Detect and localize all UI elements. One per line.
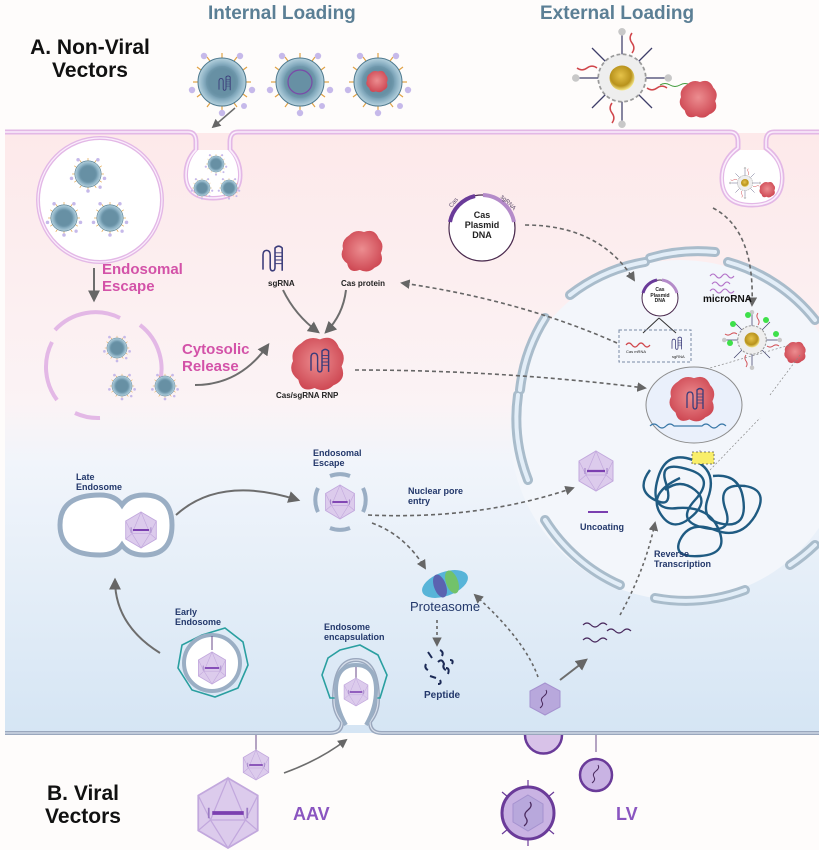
sgrna-label: sgRNA	[268, 279, 295, 288]
internal-loading-title: Internal Loading	[208, 3, 356, 24]
zoom-guide-lines	[667, 344, 801, 471]
microrna-icon	[709, 273, 735, 294]
target-site-box	[691, 451, 715, 465]
endosome-nonviral	[36, 136, 164, 264]
aav-entry-arrow	[283, 738, 348, 774]
reverse-transcription-arrow	[619, 521, 659, 616]
plasma-membrane-bottom	[5, 657, 819, 735]
cas-mirna	[784, 341, 806, 364]
rnp-label: Cas/sgRNA RNP	[276, 391, 339, 400]
plasmid-label: Cas Plasmid DNA	[464, 210, 500, 240]
cas-protein-icon	[341, 230, 383, 272]
lv-capsid-cytoplasm	[529, 682, 561, 716]
proteasome-icon	[422, 570, 468, 598]
extracellular-bottom	[0, 736, 819, 850]
sgrna-small-label: sgRNA	[672, 354, 685, 359]
linker	[659, 83, 691, 87]
lnp-rnp-cargo	[366, 70, 388, 93]
peptide-label: Peptide	[424, 690, 461, 701]
section-a-title: A. Non-Viral Vectors	[30, 36, 150, 83]
viral-broken-endosome	[313, 472, 368, 532]
uncoating-label: Uncoating	[580, 522, 624, 532]
cas-dna-binding	[669, 376, 715, 422]
plasmid-small-icon	[641, 278, 679, 317]
late-to-escape-arrow	[175, 489, 301, 516]
cas-protein-label: Cas protein	[341, 279, 386, 288]
cas-to-rnp-arrow	[324, 289, 347, 334]
cas-invaginated	[759, 181, 776, 198]
lv-label: LV	[616, 804, 638, 824]
encapsulation-label: Endosome encapsulation	[324, 622, 385, 642]
lv-particle-large	[500, 780, 556, 846]
cas-protein-external	[679, 80, 717, 118]
viral-endosomal-escape-label: Endosomal Escape	[313, 448, 362, 468]
aav-label: AAV	[293, 804, 330, 824]
lv-particle-small	[578, 735, 614, 793]
gold-nanoparticle	[571, 27, 673, 129]
plasmid-icon	[448, 193, 516, 262]
rna-strands	[582, 622, 632, 643]
plasmid-to-nucleus-arrow	[524, 224, 636, 282]
dna-strand	[649, 423, 727, 429]
proteasome-label: Proteasome	[410, 599, 481, 614]
reverse-transcription-label: Reverse Transcription	[654, 549, 712, 569]
cytosolic-release-label: Cytosolic Release	[182, 341, 250, 375]
mirna-dots	[727, 312, 779, 346]
plasmid-small-label: Cas Plasmid DNA	[650, 287, 670, 304]
microrna-label: microRNA	[703, 294, 752, 305]
section-b-title: B. Viral Vectors	[45, 782, 121, 829]
early-endosome-label: Early Endosome	[175, 607, 222, 627]
nuclear-entry-arrow	[367, 485, 575, 517]
lnp-sgrna	[188, 52, 256, 117]
plasma-membrane-top	[5, 129, 819, 208]
cas-mrna-label: Cas mRNA	[626, 349, 647, 354]
chromatin	[642, 456, 762, 558]
endosomal-escape-label: Endosomal Escape	[102, 261, 183, 295]
lv-fusing	[523, 734, 564, 755]
expression-box	[618, 329, 692, 363]
escape-to-proteasome-arrow	[371, 522, 426, 570]
peptide-icon	[424, 649, 454, 685]
lnp-plasmid	[266, 52, 334, 117]
box-to-cas-arrow	[400, 279, 618, 344]
early-to-late-arrow	[109, 577, 161, 654]
sgrna-to-rnp-arrow	[282, 289, 320, 334]
late-endosome-label: Late Endosome	[76, 472, 123, 492]
rnp-to-nucleus-arrow	[354, 369, 647, 392]
plasmid-cargo-icon	[287, 69, 313, 95]
nuclear-pore-label: Nuclear pore entry	[408, 486, 464, 506]
lv-to-proteasome-arrow	[473, 593, 539, 678]
uptake-arrow	[211, 107, 236, 129]
release-arrow	[194, 343, 270, 386]
cas-mrna-icon	[625, 342, 651, 348]
external-loading-title: External Loading	[540, 3, 695, 24]
lv-entry-arrow	[559, 658, 588, 681]
gold-np-entry-arrow	[712, 207, 758, 307]
